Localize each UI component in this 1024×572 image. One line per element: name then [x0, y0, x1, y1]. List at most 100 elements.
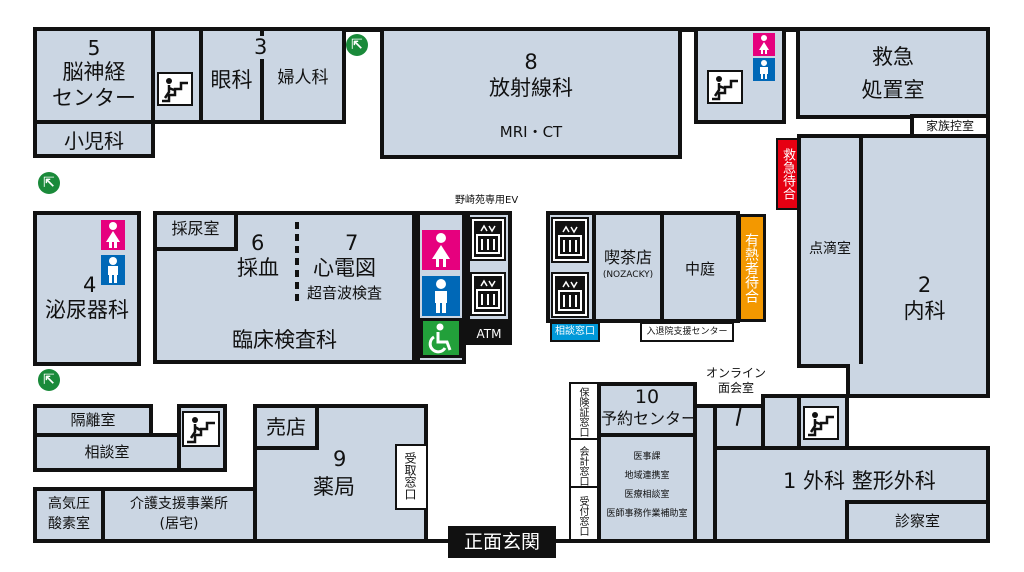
room-number: 6 [251, 231, 265, 255]
er-waiting[interactable]: 救急待合 [776, 138, 800, 210]
online-meeting-label: 面会室 [718, 381, 755, 395]
women-restroom-icon [753, 33, 775, 56]
room-internal[interactable]: 2 内科 [859, 134, 990, 398]
room-label: センター [52, 86, 136, 110]
fever-waiting-label: 有熱者待合 [743, 233, 759, 303]
pickup-window[interactable]: 受取窓口 [395, 444, 428, 510]
medical-affairs-item: 医事課 [633, 452, 661, 462]
room-label: 1 外科 整形外科 [783, 469, 936, 493]
accounting-window-label: 会計窓口 [577, 446, 588, 486]
medical-affairs-item: 医療相談室 [624, 490, 670, 500]
room-label: 放射線科 [489, 76, 573, 100]
room-number: 10 [634, 386, 660, 408]
room-shop[interactable]: 売店 [253, 404, 319, 450]
atm-label: ATM [476, 327, 502, 341]
room-gynecology[interactable]: 婦人科 [260, 27, 346, 124]
reception-window[interactable]: 受付窓口 [569, 486, 599, 541]
room-consultation[interactable]: 相談室 [33, 433, 181, 472]
room-label: 薬局 [313, 475, 355, 499]
room-label: (居宅) [159, 516, 199, 532]
room-sub-label: MRI・CT [499, 123, 563, 141]
room-label: 高気圧 [48, 496, 90, 512]
room-label: 売店 [266, 415, 306, 439]
room-label: 隔離室 [70, 411, 116, 429]
main-entrance[interactable]: 正面玄関 [448, 526, 556, 558]
room-sub-label: 超音波検査 [307, 284, 383, 302]
atm[interactable]: ATM [466, 323, 512, 345]
medical-affairs-item: 地域連携室 [624, 471, 670, 481]
room-pediatrics[interactable]: 小児科 [33, 120, 155, 158]
room-label: 臨床検査科 [232, 328, 337, 352]
room-label: 予約センター [601, 409, 698, 428]
room-care-support[interactable]: 介護支援事業所 (居宅) [101, 487, 257, 543]
elevator-icon[interactable] [551, 272, 589, 318]
room-stairs-c [761, 394, 801, 450]
fever-waiting[interactable]: 有熱者待合 [738, 214, 766, 322]
elevator-icon[interactable] [551, 217, 589, 263]
room-reservation-center[interactable]: 10 予約センター [597, 382, 697, 437]
room-internal-lower [846, 364, 866, 398]
reception-window-label: 受付窓口 [577, 496, 588, 536]
room-exam[interactable]: 診察室 [845, 500, 990, 543]
room-label: 診察室 [894, 512, 940, 530]
pickup-window-label: 受取窓口 [403, 452, 417, 500]
room-clinical-lab[interactable]: 6 採血 7 心電図 超音波検査 臨床検査科 [153, 211, 416, 364]
women-restroom-icon [101, 220, 125, 250]
room-label: 酸素室 [48, 516, 90, 532]
main-entrance-label: 正面玄関 [463, 531, 540, 553]
room-label: 脳神経 [62, 60, 126, 84]
admission-center[interactable]: 入退院支援センター [640, 322, 734, 342]
room-label: 喫茶店 [603, 248, 652, 267]
room-eye[interactable]: 眼科 [199, 27, 264, 124]
insurance-window-label: 保険証窓口 [577, 387, 588, 437]
room-number: 2 [917, 273, 932, 297]
women-restroom-icon [422, 230, 460, 270]
elevator-icon[interactable] [470, 272, 506, 316]
room-courtyard: 中庭 [660, 211, 740, 323]
room-radiology[interactable]: 8 放射線科 MRI・CT [380, 27, 682, 159]
elevator-icon[interactable] [470, 217, 506, 261]
room-number: 4 [83, 273, 97, 297]
room-medical-affairs[interactable]: 医事課 地域連携室 医療相談室 医師事務作業補助室 [597, 433, 697, 543]
emergency-exit-icon[interactable]: ⇱ [346, 34, 368, 56]
room-label: 処置室 [861, 78, 925, 102]
room-drip[interactable]: 点滴室 [797, 134, 863, 368]
consult-window[interactable]: 相談窓口 [550, 322, 600, 342]
emergency-exit-icon[interactable]: ⇱ [38, 369, 60, 391]
room-label: 採血 [237, 256, 279, 280]
room-number: 5 [87, 36, 101, 60]
accessible-restroom-icon [420, 318, 462, 358]
room-number: 3 [252, 35, 270, 60]
room-number: 7 [345, 231, 359, 255]
men-restroom-icon [753, 58, 775, 81]
room-label: 中庭 [684, 260, 715, 278]
room-label: 採尿室 [171, 219, 220, 238]
private-ev-label: 野崎苑専用EV [455, 195, 519, 206]
room-cafe[interactable]: 喫茶店 (NOZACKY) [592, 211, 664, 323]
room-label: 家族控室 [925, 119, 974, 133]
room-er[interactable]: 救急 処置室 [796, 27, 990, 119]
room-neuro-center[interactable]: 5 脳神経 センター [33, 27, 155, 124]
room-label: 点滴室 [809, 241, 851, 257]
room-label: 救急 [872, 45, 914, 69]
accounting-window[interactable]: 会計窓口 [569, 438, 599, 488]
men-restroom-icon [422, 276, 460, 316]
insurance-window[interactable]: 保険証窓口 [569, 382, 599, 440]
emergency-exit-icon[interactable]: ⇱ [38, 172, 60, 194]
room-label: 小児科 [64, 129, 124, 153]
room-number: 9 [333, 447, 347, 471]
room-label: 介護支援事業所 [130, 496, 228, 512]
stairs-icon [707, 70, 743, 104]
room-urine-collection[interactable]: 採尿室 [153, 211, 238, 251]
room-oxygen[interactable]: 高気圧 酸素室 [33, 487, 105, 543]
stairs-icon [157, 72, 193, 106]
outer-wall-bottom-left [33, 539, 448, 543]
consult-window-label: 相談窓口 [555, 326, 595, 337]
er-waiting-label: 救急待合 [780, 148, 795, 200]
online-meeting-label: オンライン [706, 366, 767, 380]
room-label: 相談室 [84, 443, 130, 461]
medical-affairs-item: 医師事務作業補助室 [606, 509, 688, 519]
room-label: 婦人科 [277, 68, 329, 88]
room-number: 8 [524, 50, 538, 74]
